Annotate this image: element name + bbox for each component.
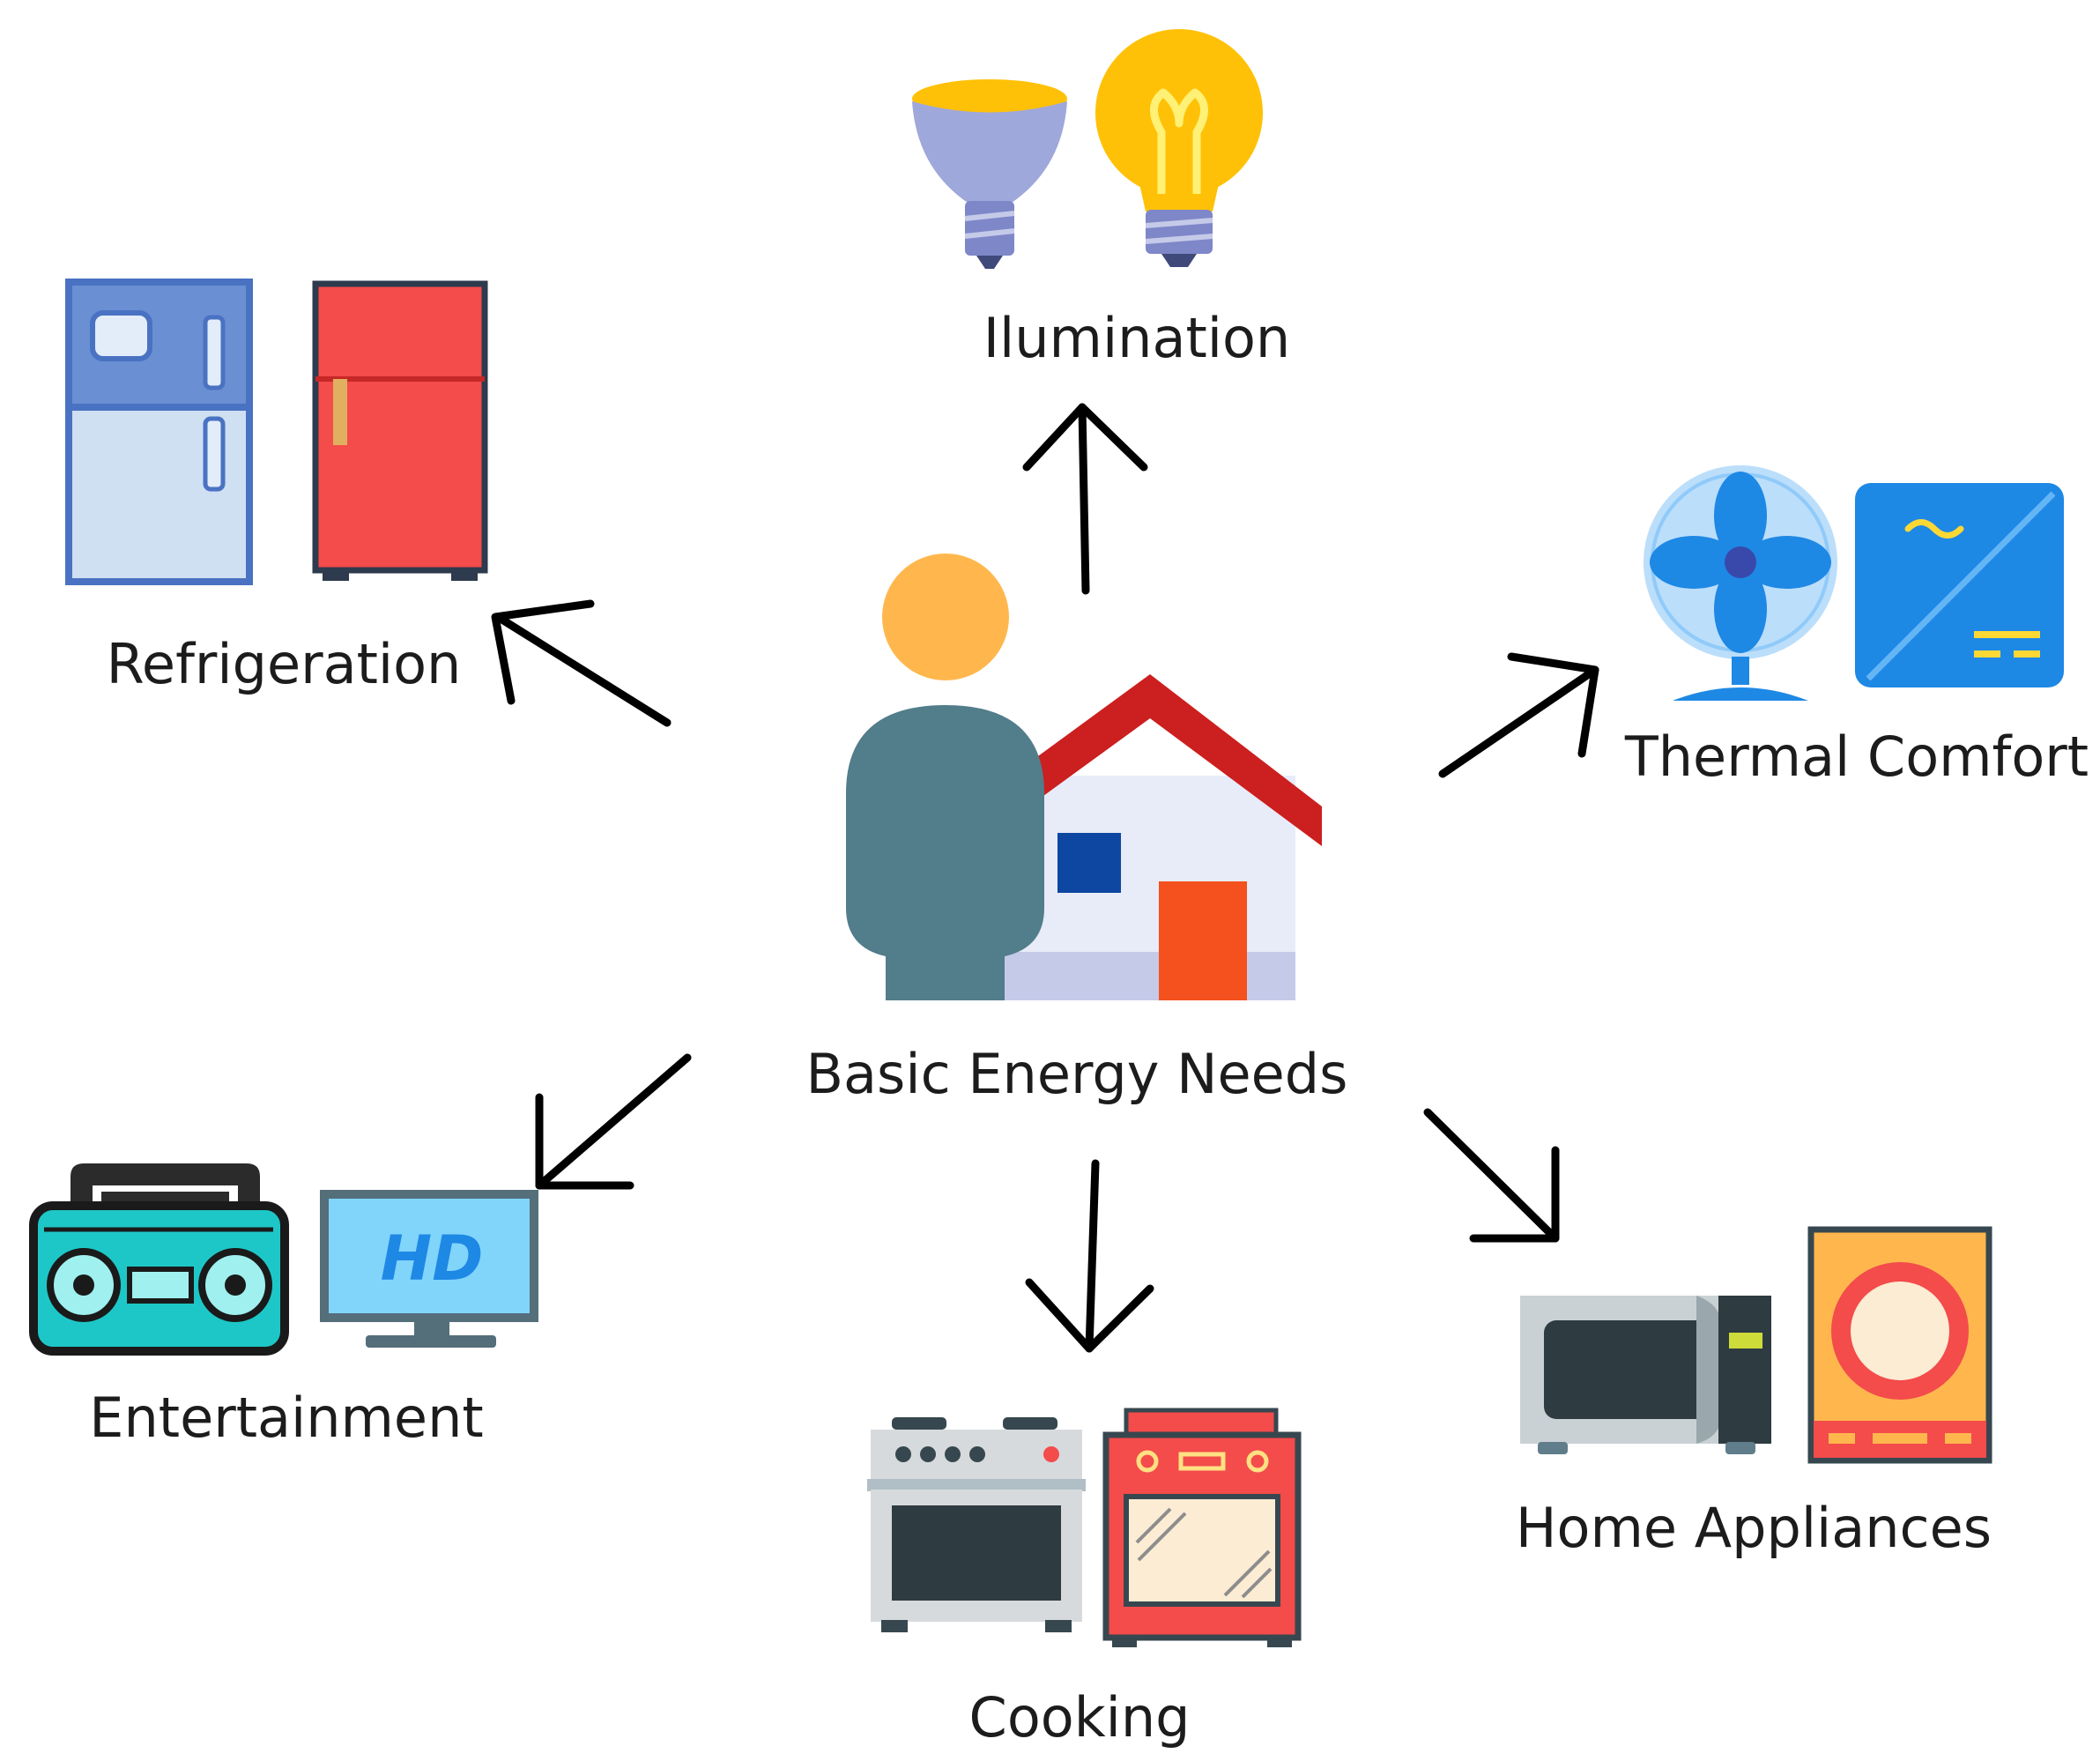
light-bulb-icon — [1095, 29, 1263, 267]
thermal-comfort-label: Thermal Comfort — [1624, 724, 2089, 789]
air-conditioner-icon — [1855, 483, 2064, 687]
arrow-to-home-appliances — [1423, 1108, 1560, 1243]
entertainment-label: Entertainment — [89, 1386, 483, 1450]
tv-hd-text: HD — [381, 1222, 484, 1295]
node-thermal-comfort: Thermal Comfort — [1624, 465, 2089, 789]
node-illumination: Ilumination — [912, 29, 1290, 370]
arrow-to-refrigeration — [491, 599, 672, 727]
house-icon — [969, 674, 1322, 1000]
center-node: Basic Energy Needs — [806, 554, 1348, 1106]
illumination-label: Ilumination — [983, 306, 1290, 370]
person-icon — [846, 554, 1044, 1000]
arrow-to-entertainment — [535, 1053, 692, 1190]
tv-icon: HD — [320, 1190, 538, 1348]
center-label: Basic Energy Needs — [806, 1042, 1348, 1106]
node-entertainment: HD Entertainment — [29, 1163, 538, 1450]
home-appliances-label: Home Appliances — [1516, 1496, 1992, 1560]
gray-stove-icon — [867, 1417, 1086, 1632]
arrow-to-thermal-comfort — [1438, 652, 1599, 778]
induction-cooker-icon — [1807, 1226, 1992, 1464]
node-cooking: Cooking — [867, 1408, 1302, 1750]
fan-icon — [1644, 465, 1837, 701]
red-stove-icon — [1102, 1408, 1302, 1647]
refrigeration-label: Refrigeration — [107, 632, 462, 696]
arrows — [491, 403, 1599, 1353]
red-fridge-icon — [312, 280, 488, 581]
node-home-appliances: Home Appliances — [1516, 1226, 1992, 1560]
arrow-to-cooking — [1025, 1159, 1154, 1353]
arrow-to-illumination — [1022, 403, 1148, 595]
cooking-label: Cooking — [969, 1685, 1191, 1750]
microwave-icon — [1520, 1296, 1771, 1454]
radio-icon — [29, 1163, 289, 1356]
reflector-bulb-icon — [912, 79, 1067, 269]
node-refrigeration: Refrigeration — [65, 279, 488, 696]
blue-fridge-icon — [65, 279, 253, 585]
